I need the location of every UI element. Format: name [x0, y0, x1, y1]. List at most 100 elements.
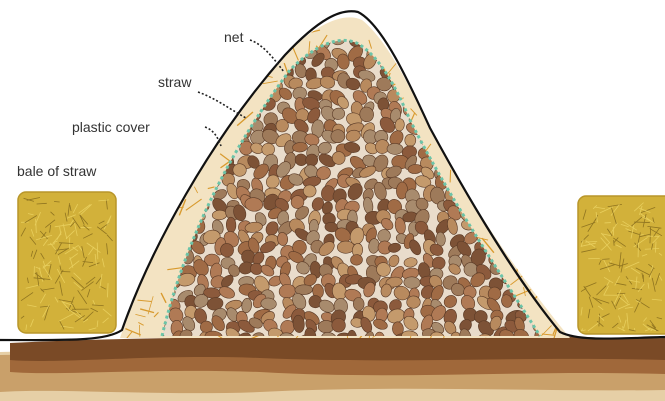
potato — [453, 153, 464, 171]
straw-strand — [519, 79, 528, 83]
potato — [520, 130, 537, 147]
potato — [195, 53, 211, 70]
potato — [527, 177, 546, 195]
potato — [504, 68, 519, 83]
straw-strand — [549, 127, 551, 138]
potato — [460, 119, 479, 138]
straw-strand — [147, 57, 156, 64]
potato — [534, 277, 548, 292]
straw-strand — [267, 27, 281, 41]
straw-strand — [544, 269, 558, 282]
potato — [499, 42, 513, 58]
straw-strand — [124, 235, 136, 244]
potato — [477, 118, 492, 134]
straw-strand — [237, 18, 241, 24]
potato — [512, 168, 529, 178]
straw-strand — [162, 167, 170, 176]
straw-strand — [401, 26, 407, 30]
potato — [448, 140, 468, 161]
potato — [413, 74, 432, 95]
potato — [436, 107, 449, 126]
straw-strand — [491, 61, 497, 65]
straw-strand — [388, 15, 392, 35]
straw-strand — [433, 121, 449, 128]
straw-strand — [211, 70, 224, 72]
potato — [457, 78, 475, 95]
potato — [165, 108, 177, 124]
straw-strand — [462, 54, 465, 59]
potato — [527, 234, 541, 246]
straw-strand — [446, 123, 453, 128]
straw-strand — [450, 104, 457, 118]
straw-strand — [538, 106, 543, 113]
straw-strand — [457, 57, 466, 60]
potato — [222, 77, 240, 93]
potato — [432, 90, 447, 103]
straw-strand — [285, 25, 286, 42]
potato — [486, 148, 501, 168]
ground — [0, 334, 665, 401]
straw-strand — [403, 27, 414, 32]
straw-strand — [540, 189, 542, 196]
potato — [519, 230, 537, 248]
straw-strand — [498, 176, 503, 184]
potato — [191, 101, 209, 116]
potato — [483, 75, 503, 94]
straw-strand — [518, 228, 523, 238]
bale-strand — [614, 240, 615, 246]
label-net: net — [224, 29, 244, 45]
potato — [167, 37, 188, 59]
straw-strand — [513, 112, 514, 127]
potato — [487, 198, 504, 218]
potato — [483, 95, 502, 114]
potato — [501, 205, 521, 223]
potato — [462, 149, 479, 166]
potato — [182, 154, 198, 172]
potato — [483, 120, 501, 133]
potato — [473, 178, 484, 191]
potato — [331, 129, 345, 142]
straw-strand — [167, 114, 171, 119]
potato — [524, 198, 544, 218]
straw-strand — [200, 40, 207, 57]
straw-strand — [166, 120, 181, 121]
potato — [514, 206, 531, 223]
potato — [478, 55, 492, 70]
straw-strand — [128, 178, 138, 195]
potato — [448, 45, 463, 59]
straw-strand — [147, 50, 159, 55]
potato — [149, 164, 168, 183]
potato — [500, 72, 516, 89]
potato — [527, 181, 547, 201]
straw-strand — [518, 101, 530, 103]
straw-strand — [154, 103, 164, 104]
straw-strand — [164, 55, 171, 58]
potato — [514, 88, 534, 108]
potato — [531, 223, 549, 236]
straw-strand — [183, 17, 186, 23]
straw-strand — [539, 84, 545, 96]
straw-strand — [184, 23, 203, 27]
potato — [503, 183, 522, 199]
potato — [471, 112, 485, 129]
potato — [400, 43, 420, 63]
straw-strand — [531, 221, 534, 237]
potato — [462, 42, 480, 60]
potato — [532, 29, 548, 45]
straw-strand — [566, 271, 568, 288]
straw-strand — [428, 47, 442, 54]
potato — [453, 82, 475, 103]
straw-strand — [552, 258, 559, 267]
potato — [438, 55, 451, 70]
straw-strand — [457, 33, 467, 45]
potato — [532, 208, 549, 226]
straw-strand — [471, 118, 477, 129]
straw-strand — [549, 286, 557, 287]
straw-strand — [398, 58, 404, 61]
straw-strand — [482, 74, 491, 76]
straw-strand — [392, 39, 394, 49]
potato — [337, 241, 354, 253]
potato — [417, 55, 434, 75]
straw-strand — [465, 177, 471, 191]
straw-strand — [480, 118, 481, 132]
